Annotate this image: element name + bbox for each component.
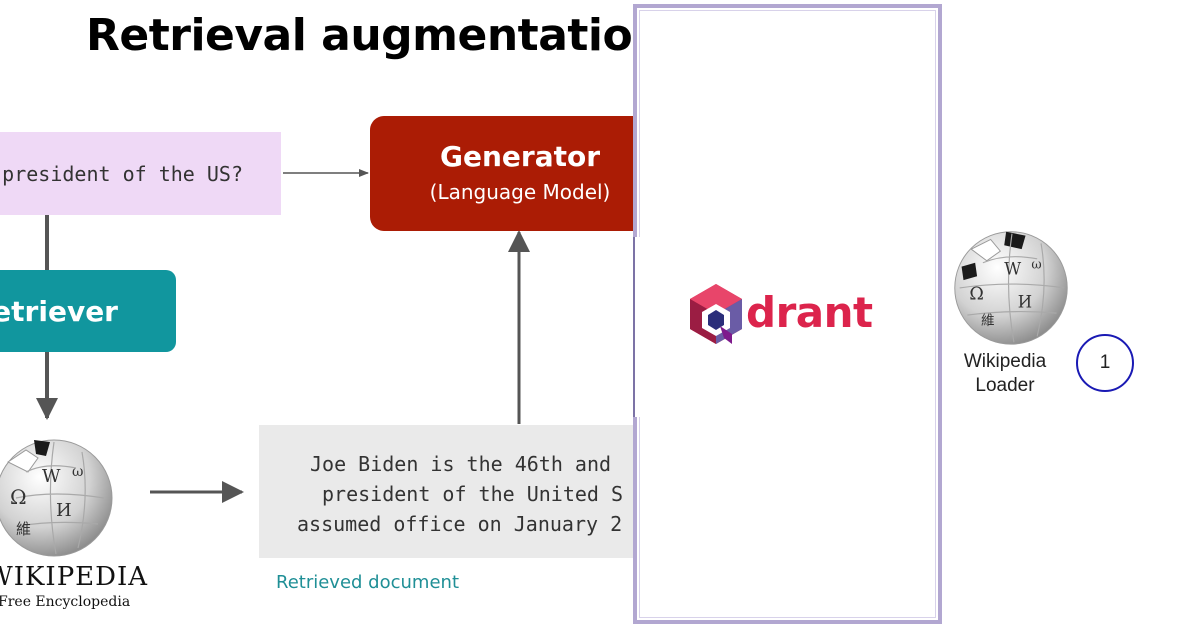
svg-text:ω: ω xyxy=(1031,257,1041,272)
svg-text:ω: ω xyxy=(72,464,83,480)
wikipedia-globe-icon: Ω W ω И 維 xyxy=(0,439,113,557)
wikipedia-tagline: Free Encyclopedia xyxy=(0,594,131,610)
loader-label-line: Wikipedia xyxy=(963,351,1047,372)
svg-text:И: И xyxy=(56,500,72,521)
svg-text:Ω: Ω xyxy=(969,285,983,305)
document-line: Joe Biden is the 46th and xyxy=(310,452,612,476)
loader-label-line: Loader xyxy=(975,375,1035,396)
svg-text:Ω: Ω xyxy=(10,485,27,509)
document-line: assumed office on January 2 xyxy=(297,512,623,536)
generator-subtitle: (Language Model) xyxy=(429,180,611,204)
retrieval-augmentation-slide: Retrieval augmentation president of the … xyxy=(0,10,634,610)
generator-title: Generator xyxy=(439,140,601,173)
wikipedia-wordmark: WIKIPEDIA xyxy=(0,562,149,592)
retrieved-document-caption: Retrieved document xyxy=(276,572,459,593)
qdrant-panel-frame xyxy=(633,4,942,624)
wikipedia-globe-icon: Ω W ω И 維 xyxy=(954,231,1068,345)
retrieved-document-box: Joe Biden is the 46th and president of t… xyxy=(259,425,634,558)
generator-box: Generator (Language Model) xyxy=(370,116,634,231)
diagram-arrows xyxy=(36,169,530,503)
query-box: president of the US? xyxy=(0,132,281,215)
svg-text:И: И xyxy=(1018,292,1032,311)
document-line: president of the United S xyxy=(322,482,624,506)
svg-text:維: 維 xyxy=(981,313,995,329)
svg-text:W: W xyxy=(1004,259,1021,278)
svg-text:維: 維 xyxy=(16,520,31,538)
qdrant-logo-text: drant xyxy=(746,288,873,337)
retriever-box: etriever xyxy=(0,270,176,352)
step-number-badge: 1 xyxy=(1076,334,1134,392)
svg-text:W: W xyxy=(42,466,61,487)
panel-side-tab xyxy=(633,237,641,417)
slide-title: Retrieval augmentation xyxy=(86,10,634,61)
qdrant-cube-icon xyxy=(690,284,742,344)
wikipedia-loader-label: Wikipedia Loader xyxy=(950,350,1060,398)
